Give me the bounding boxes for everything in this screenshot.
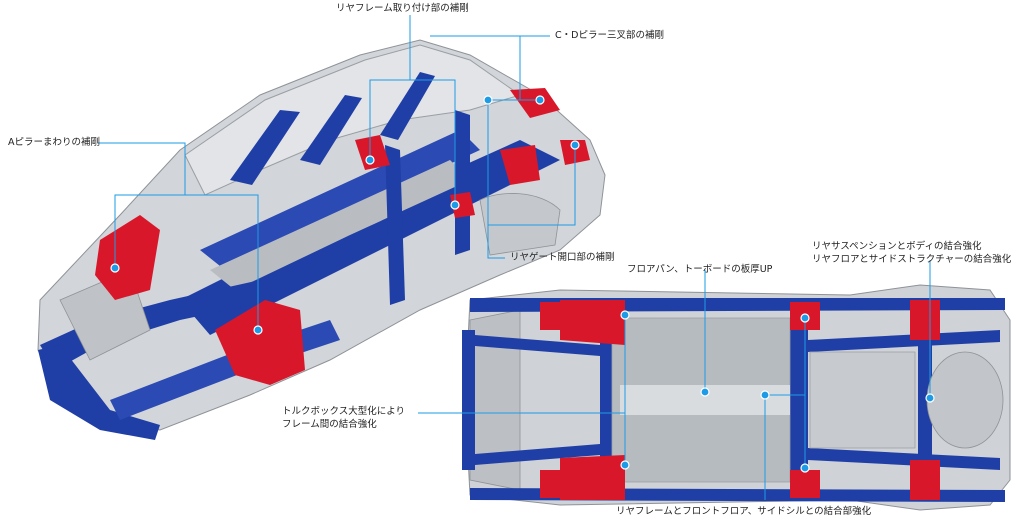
- cd-pillar-reinforcement: [510, 88, 560, 118]
- front-frame: [40, 280, 275, 370]
- rear-crossmember: [918, 300, 932, 500]
- rear-wheel-house: [479, 193, 561, 256]
- front-frame-rail-left: [475, 335, 600, 356]
- floor-crossmember-2: [790, 310, 808, 490]
- label-torque-box-2: フレーム間の結合強化: [282, 419, 377, 430]
- label-rear-gate: リヤゲート開口部の補剛: [510, 252, 615, 263]
- label-rear-suspension-1: リヤサスペンションとボディの結合強化: [812, 241, 982, 252]
- front-crossmember: [462, 330, 475, 470]
- front-frame-rail-right: [475, 444, 600, 465]
- floor-panel: [210, 160, 470, 290]
- rear-floor: [809, 351, 916, 449]
- c-pillar-reinforcement: [450, 192, 475, 218]
- front-strut-right: [540, 470, 575, 498]
- label-torque-box-1: トルクボックス大型化により: [282, 406, 406, 417]
- car-body-3d-view: [37, 39, 606, 440]
- a-pillar-reinforcement-left: [95, 215, 160, 300]
- rear-frame-mount-reinforcement: [355, 135, 390, 170]
- roof-bow-2: [300, 95, 362, 165]
- leader-lines: [98, 15, 931, 500]
- rear-suspension-joint: [910, 300, 940, 340]
- spare-tire-well: [926, 351, 1004, 449]
- roof-bow-1: [230, 110, 300, 185]
- roof-bow-3: [380, 72, 435, 140]
- c-pillar: [455, 110, 470, 255]
- rear-gate-reinforcement-1: [500, 145, 540, 185]
- floor-tunnel: [200, 130, 480, 270]
- b-pillar: [385, 145, 405, 305]
- underbody-top-view: [462, 284, 1011, 511]
- rear-suspension-joint-2: [910, 460, 940, 500]
- label-rear-frame-mount: リヤフレーム取り付け部の補剛: [336, 3, 469, 14]
- front-strut-left: [540, 302, 575, 330]
- label-a-pillar: Aピラーまわりの補剛: [8, 137, 100, 148]
- floor-crossmember-1: [600, 310, 612, 490]
- rear-frame-joint-right: [790, 470, 820, 498]
- a-pillar-reinforcement-right: [215, 300, 305, 385]
- label-rear-frame-floor: リヤフレームとフロントフロア、サイドシルとの結合部強化: [616, 506, 872, 517]
- label-rear-suspension-2: リヤフロアとサイドストラクチャーの結合強化: [812, 254, 1012, 265]
- label-floor-pan: フロアパン、トーボードの板厚UP: [627, 264, 773, 275]
- rear-frame-rail-left: [808, 330, 1000, 352]
- callout-markers: [110, 95, 935, 473]
- torque-box-right: [560, 455, 625, 500]
- torque-box-left: [560, 300, 625, 345]
- label-cd-pillar: C・Dピラー三叉部の補剛: [555, 30, 664, 41]
- rear-frame-rail-right: [808, 448, 1000, 470]
- center-tunnel: [620, 385, 790, 415]
